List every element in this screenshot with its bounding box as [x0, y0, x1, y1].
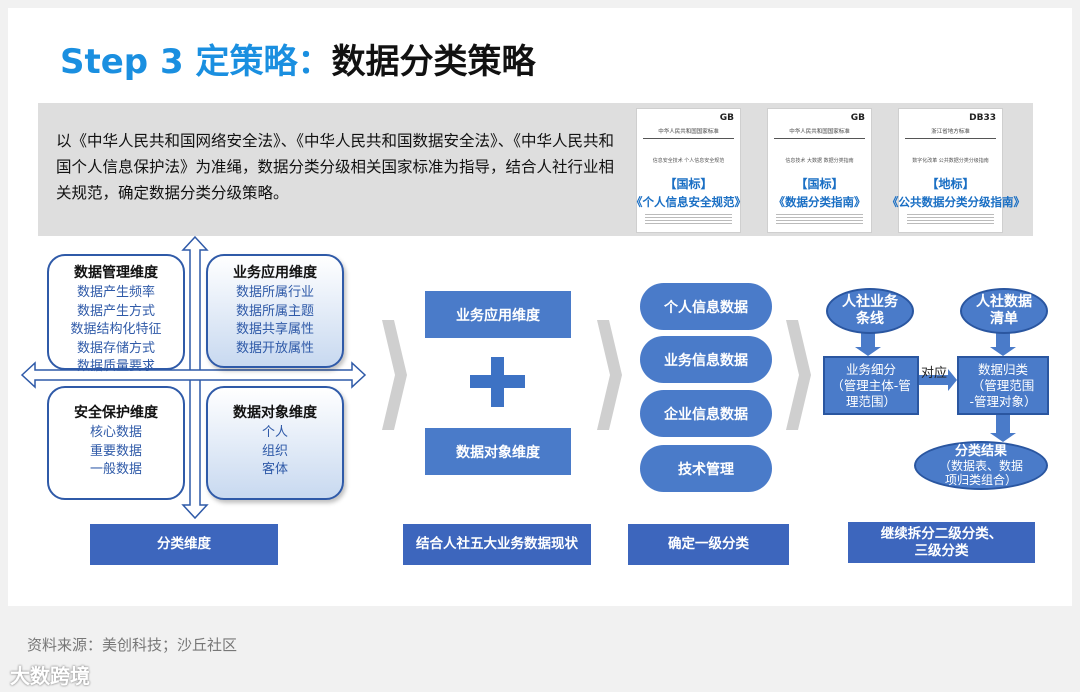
footer-line: 继续拆分二级分类、 [881, 526, 1003, 543]
level1-enterprise-info: 企业信息数据 [640, 390, 772, 437]
footer-line: 三级分类 [881, 543, 1003, 560]
business-application-box: 业务应用维度 [425, 291, 571, 338]
watermark: 大数跨境 [10, 660, 90, 689]
box-line: -管理对象） [969, 394, 1036, 410]
footer-box-combine: 结合人社五大业务数据现状 [403, 524, 591, 565]
quadrant-item: 组织 [208, 443, 342, 462]
quadrant-item: 数据存储方式 [49, 340, 183, 359]
quadrant-title: 数据对象维度 [208, 402, 342, 424]
business-subdivision-box: 业务细分 （管理主体-管 理范围） [823, 356, 919, 415]
ellipse-label: 人社数据清单 [976, 294, 1032, 328]
level1-personal-info: 个人信息数据 [640, 283, 772, 330]
level1-business-info: 业务信息数据 [640, 336, 772, 383]
hr-data-list-ellipse: 人社数据清单 [960, 288, 1048, 334]
footer-box-level2-3: 继续拆分二级分类、 三级分类 [848, 522, 1035, 563]
ellipse-line: 分类结果 [939, 445, 1023, 459]
data-categorization-box: 数据归类 （管理范围 -管理对象） [957, 356, 1049, 415]
quadrant-title: 数据管理维度 [49, 262, 183, 284]
quadrant-title: 业务应用维度 [208, 262, 342, 284]
quadrant-title: 安全保护维度 [49, 402, 183, 424]
ellipse-label: 人社业务条线 [842, 294, 898, 328]
plus-icon [470, 357, 525, 407]
quadrant-item: 个人 [208, 424, 342, 443]
quadrant-item: 数据开放属性 [208, 340, 342, 359]
box-line: 理范围） [831, 394, 911, 410]
quadrant-item: 数据共享属性 [208, 321, 342, 340]
classification-result-ellipse: 分类结果 （数据表、数据 项归类组合） [914, 441, 1048, 490]
quadrant-item: 数据产生方式 [49, 303, 183, 322]
footer-box-level1: 确定一级分类 [628, 524, 789, 565]
quadrant-business-application: 业务应用维度 数据所属行业 数据所属主题 数据共享属性 数据开放属性 [206, 254, 344, 368]
source-note: 资料来源：美创科技；沙丘社区 [27, 634, 237, 655]
box-line: （管理主体-管 [831, 378, 911, 394]
quadrant-security-protection: 安全保护维度 核心数据 重要数据 一般数据 [47, 386, 185, 500]
box-line: 数据归类 [969, 362, 1036, 378]
box-line: （管理范围 [969, 378, 1036, 394]
box-line: 业务细分 [831, 362, 911, 378]
quadrant-item: 数据质量要求 [49, 358, 183, 377]
quadrant-item: 一般数据 [49, 461, 183, 480]
quadrant-item: 客体 [208, 461, 342, 480]
correspond-label: 对应 [921, 362, 947, 381]
ellipse-line: 项归类组合） [939, 473, 1023, 487]
ellipse-line: （数据表、数据 [939, 459, 1023, 473]
quadrant-data-management: 数据管理维度 数据产生频率 数据产生方式 数据结构化特征 数据存储方式 数据质量… [47, 254, 185, 370]
quadrant-item: 数据产生频率 [49, 284, 183, 303]
data-object-box: 数据对象维度 [425, 428, 571, 475]
quadrant-item: 核心数据 [49, 424, 183, 443]
footer-box-dimensions: 分类维度 [90, 524, 278, 565]
quadrant-item: 数据所属主题 [208, 303, 342, 322]
level1-tech-management: 技术管理 [640, 445, 772, 492]
quadrant-data-object: 数据对象维度 个人 组织 客体 [206, 386, 344, 500]
quadrant-item: 数据所属行业 [208, 284, 342, 303]
quadrant-item: 数据结构化特征 [49, 321, 183, 340]
quadrant-item: 重要数据 [49, 443, 183, 462]
hr-business-lines-ellipse: 人社业务条线 [826, 288, 914, 334]
